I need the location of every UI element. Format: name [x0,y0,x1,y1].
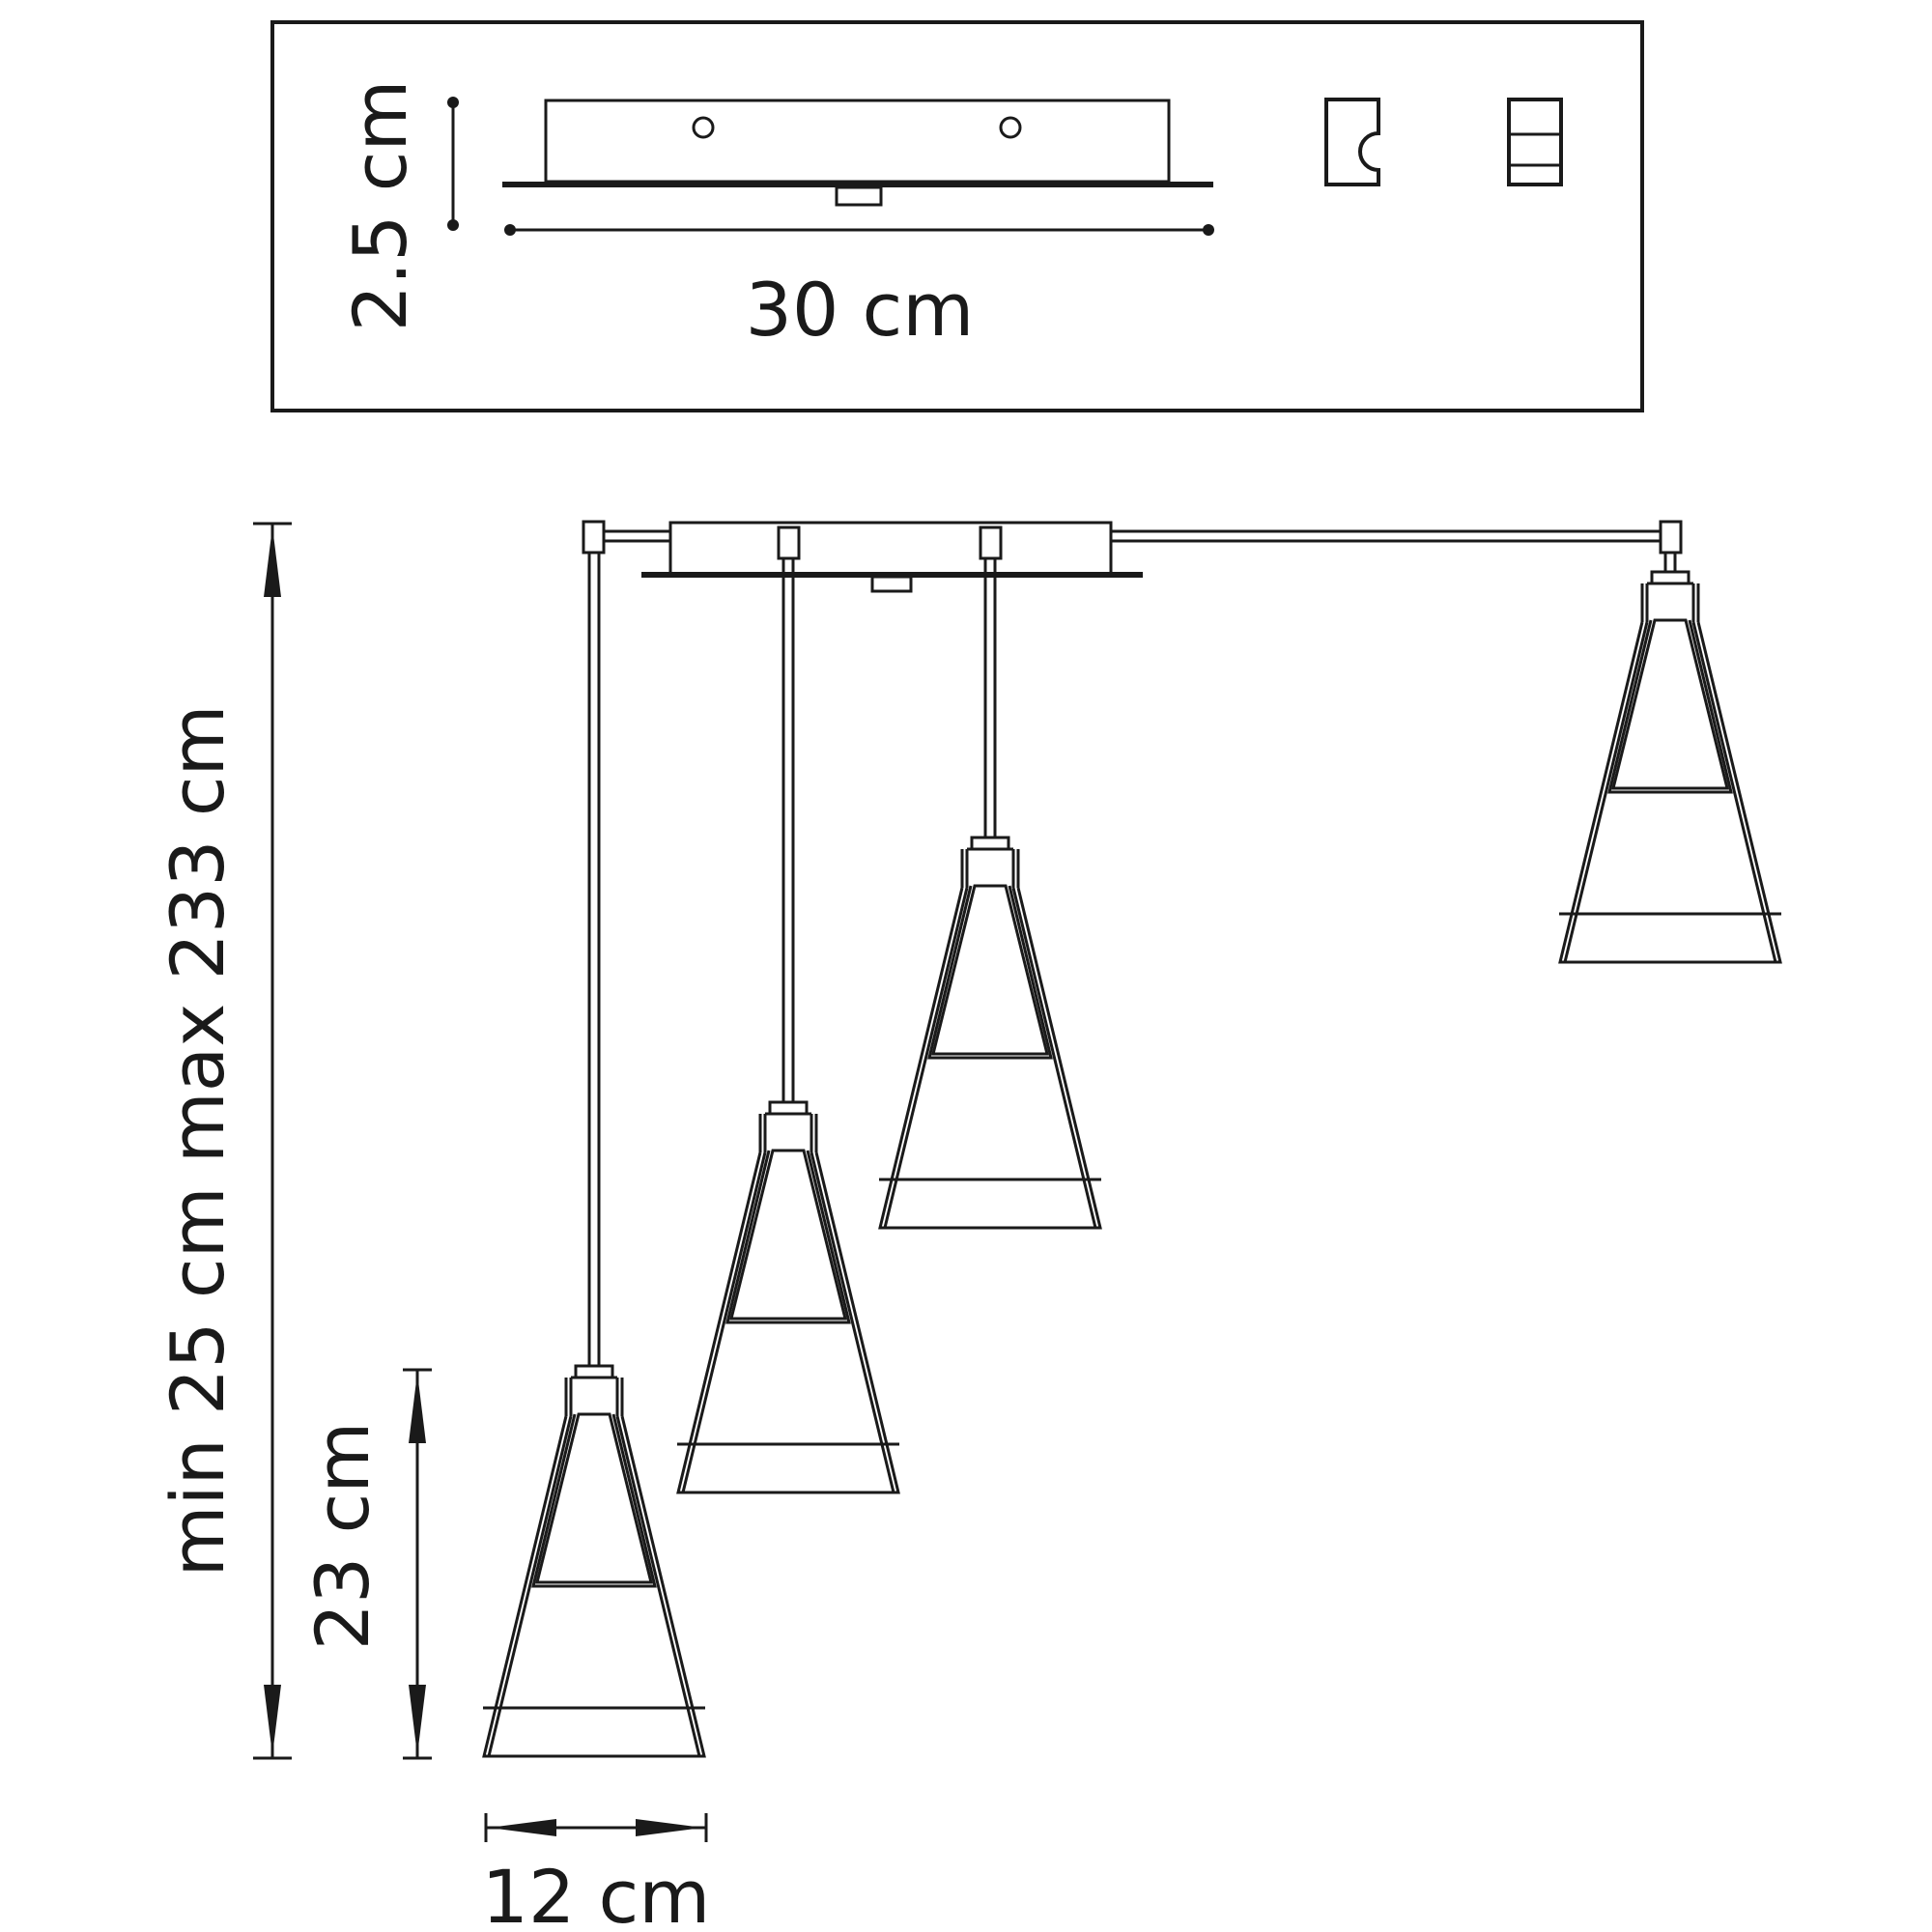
pendant-shade-1 [481,1364,707,1758]
bracket-mount-icon [1507,98,1563,186]
total-height-label: min 25 cm max 233 cm [155,704,241,1577]
hook-mount-icon [1324,98,1380,186]
canopy-width-label: 30 cm [746,267,975,353]
pendant-cords [587,553,1677,1366]
canopy-detail-frame [270,20,1644,412]
shade-height-label: 23 cm [299,1422,385,1651]
canopy-width-dimension [504,224,1214,236]
suspension-arms [604,529,1661,543]
pendant-shade-2 [675,1100,901,1494]
cord-connectors [582,520,1683,560]
pendant-shade-3 [877,836,1103,1230]
canopy-height-label: 2.5 cm [337,80,423,332]
shade-height-dimension [403,1368,432,1760]
canopy-side-view [502,99,1213,207]
total-height-dimension [253,522,292,1760]
shade-width-dimension [484,1813,708,1842]
canopy-height-dimension [447,97,459,231]
pendant-shade-4 [1557,570,1783,964]
ceiling-canopy [641,521,1143,593]
shade-width-label: 12 cm [482,1854,711,1932]
